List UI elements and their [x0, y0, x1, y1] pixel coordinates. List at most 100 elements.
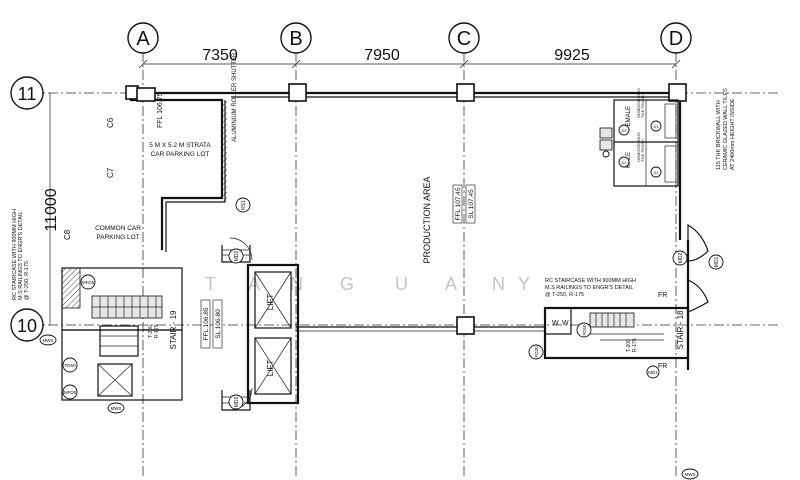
svg-text:RC STAIRCASE WITH 900MM HIGH: RC STAIRCASE WITH 900MM HIGH: [12, 209, 18, 300]
svg-text:HOMOGENOUS: HOMOGENOUS: [636, 88, 641, 118]
svg-text:MD1: MD1: [648, 370, 658, 375]
svg-text:5 M X 5.2 M STRATA: 5 M X 5.2 M STRATA: [149, 142, 211, 149]
svg-text:FD50: FD50: [64, 363, 76, 368]
svg-text:D: D: [669, 28, 683, 50]
brickwall-note: 115 THK BRICKWALL WITH CERAMIC GLAZED WA…: [716, 88, 736, 170]
door-tag-md2-upper: MD2: [228, 248, 244, 264]
svg-text:MFD5: MFD5: [64, 390, 77, 395]
svg-text:11: 11: [18, 84, 37, 104]
svg-text:B: B: [289, 28, 302, 50]
svg-text:N: N: [290, 274, 303, 294]
door-tag-fd30: FD30: [528, 344, 544, 360]
svg-text:CERAMIC GLAZED WALL TILES: CERAMIC GLAZED WALL TILES: [723, 88, 729, 170]
production-area-label: PRODUCTION AREA: [422, 176, 432, 263]
grid-lines: [30, 52, 780, 478]
stair-18-block: W W STAIR - 18 T-200 R-175 RC STAIRCASE …: [543, 223, 709, 370]
female-label: FEMALE: [626, 106, 632, 130]
small-tag-mws-1: MWS: [39, 334, 57, 346]
svg-text:@ T-250, R-175: @ T-250, R-175: [545, 292, 584, 298]
svg-text:MD2: MD2: [234, 251, 240, 262]
toilet-block: FEMALE MALE HOMOGENOUS TILE FINISH HOMOG…: [599, 88, 679, 187]
door-tag-rs1: RS1: [235, 197, 251, 213]
grid-bubble-d: D: [660, 22, 692, 54]
svg-text:MD2: MD2: [678, 253, 684, 264]
svg-text:T-200: T-200: [626, 339, 632, 352]
lobby-ffl: FFL 106.85: [203, 307, 210, 340]
lift-lobby: LIFT LIFT FFL 106.85 SL 106.80: [200, 237, 300, 411]
svg-text:HOMOGENOUS: HOMOGENOUS: [636, 132, 641, 162]
window-tag-2: W: [562, 320, 569, 327]
svg-text:AT 2400mm HEIGHT INSIDE: AT 2400mm HEIGHT INSIDE: [730, 98, 736, 170]
svg-text:A: A: [136, 28, 150, 50]
svg-text:115 THK BRICKWALL WITH: 115 THK BRICKWALL WITH: [716, 100, 722, 170]
svg-text:MFD5: MFD5: [82, 280, 95, 285]
dimension-span-cd: 9925: [554, 47, 590, 64]
window-tag-1: W: [552, 320, 559, 327]
svg-text:RS1: RS1: [241, 200, 247, 210]
lift-label-1: LIFT: [266, 294, 275, 311]
svg-text:D2: D2: [621, 128, 627, 133]
svg-text:MWS: MWS: [685, 472, 696, 477]
door-tag-fd50-left: FD50: [62, 357, 78, 373]
svg-text:FD30: FD30: [534, 346, 539, 358]
column-tag-c7: C7: [106, 167, 115, 178]
svg-text:MD1: MD1: [714, 257, 720, 268]
svg-text:MD2: MD2: [234, 397, 240, 408]
small-tag-mws-3: MWS: [681, 468, 699, 480]
svg-text:10: 10: [17, 316, 37, 336]
svg-text:A: A: [445, 274, 457, 294]
fr-label-lower: FR: [658, 363, 667, 370]
toilet-door-tag-d2-female: D2: [618, 124, 630, 136]
grid-bubble-c: C: [448, 22, 480, 54]
svg-text:MWS: MWS: [43, 338, 54, 343]
toilet-door-tag-d2-male: D2: [618, 156, 630, 168]
toilet-door-tag-d1-female: D1: [650, 120, 662, 132]
svg-text:PARKING LOT: PARKING LOT: [96, 234, 139, 241]
parking-level: FFL 106.75: [157, 92, 164, 128]
svg-text:R-175: R-175: [154, 324, 160, 338]
svg-text:RC STAIRCASE WITH 900MM HIGH: RC STAIRCASE WITH 900MM HIGH: [545, 278, 636, 284]
door-tag-mfd5-upper: MFD5: [80, 274, 96, 290]
grid-bubble-b: B: [280, 22, 312, 54]
svg-text:FD50: FD50: [582, 324, 587, 336]
svg-text:@ T-250, R-175: @ T-250, R-175: [24, 261, 30, 300]
svg-text:CAR PARKING LOT: CAR PARKING LOT: [151, 151, 210, 158]
svg-text:C: C: [457, 28, 471, 50]
stair-18-label: STAIR - 18: [676, 310, 685, 350]
fr-label-upper: FR: [658, 292, 667, 299]
svg-text:T: T: [205, 274, 216, 294]
dimension-span-rows: 11000: [43, 188, 60, 231]
door-tag-md1-lower: MD1: [646, 365, 660, 379]
svg-text:TILE FINISH: TILE FINISH: [640, 139, 645, 162]
svg-text:Y: Y: [518, 274, 530, 294]
door-tag-md1-upper: MD1: [708, 254, 724, 270]
toilet-door-tag-d1-male: D1: [650, 166, 662, 178]
structural-columns: [125, 83, 687, 335]
building-walls: [61, 91, 690, 401]
svg-text:M.S RAILINGS TO ENGR'S DETAIL: M.S RAILINGS TO ENGR'S DETAIL: [545, 285, 633, 291]
production-area: PRODUCTION AREA FFL 107.45 SL 107.45: [422, 176, 476, 264]
watermark: T A N G U A N Y: [205, 274, 530, 294]
svg-text:M.S RAILINGS TO ENGR'S DETAIL: M.S RAILINGS TO ENGR'S DETAIL: [18, 212, 24, 300]
grid-bubble-10: 10: [10, 308, 44, 342]
column-tag-c6: C6: [106, 117, 115, 128]
svg-text:U: U: [395, 274, 408, 294]
svg-text:MWS: MWS: [111, 406, 122, 411]
svg-text:R-175: R-175: [632, 338, 638, 352]
dimension-chain: 7350 7950 9925 11000: [43, 47, 681, 325]
production-sl: SL 107.45: [468, 189, 475, 219]
dimension-span-bc: 7950: [364, 47, 400, 64]
svg-text:D1: D1: [653, 124, 659, 129]
common-parking-lot: COMMON CAR PARKING LOT: [95, 225, 141, 241]
lift-label-2: LIFT: [266, 360, 275, 377]
grid-bubble-a: A: [127, 22, 159, 54]
small-tag-mws-2: MWS: [107, 402, 125, 414]
door-tag-md2-lower: MD2: [228, 394, 244, 410]
svg-text:A: A: [248, 274, 260, 294]
lobby-sl: SL 106.80: [215, 309, 222, 339]
svg-text:T-200: T-200: [148, 325, 154, 338]
door-tag-mfd5-lower: MFD5: [62, 384, 78, 400]
door-tag-fd50-right: FD50: [576, 322, 592, 338]
svg-text:D1: D1: [653, 170, 659, 175]
